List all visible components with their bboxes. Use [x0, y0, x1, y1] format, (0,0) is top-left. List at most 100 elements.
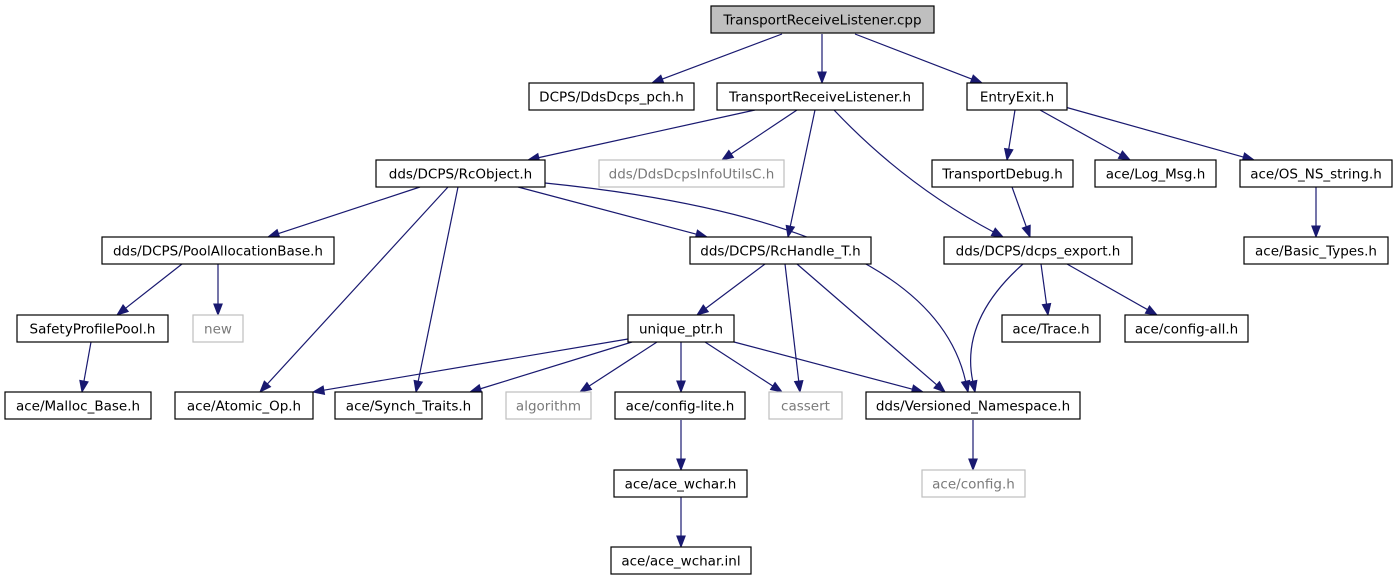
edge-poolalloc-to-new	[213, 264, 223, 317]
header-node[interactable]: dds/DCPS/dcps_export.h	[943, 236, 1133, 265]
edge-uniqueptr-to-versioned	[733, 341, 925, 394]
header-node[interactable]: ace/ace_wchar.h	[613, 469, 748, 498]
header-node[interactable]: ace/Atomic_Op.h	[174, 391, 314, 420]
node-label: new	[204, 322, 232, 338]
node-label: ace/ace_wchar.h	[625, 477, 737, 493]
external-header-node[interactable]: algorithm	[505, 391, 592, 420]
edge-arrowhead	[413, 379, 424, 394]
node-label: DCPS/DdsDcps_pch.h	[539, 90, 684, 106]
header-node[interactable]: ace/config-all.h	[1124, 314, 1249, 343]
edge-osns-to-basictypes	[1311, 187, 1321, 239]
edge-line	[970, 263, 1024, 382]
edge-uniqueptr-to-algorithm	[578, 341, 658, 393]
node-box	[101, 236, 335, 265]
node-label: dds/DCPS/PoolAllocationBase.h	[113, 244, 323, 260]
external-header-node[interactable]: cassert	[768, 391, 843, 420]
edge-arrowhead	[967, 379, 978, 394]
edge-arrowhead	[578, 381, 593, 393]
header-node[interactable]: ace/Basic_Types.h	[1243, 236, 1389, 265]
edge-line	[796, 263, 938, 386]
header-node[interactable]: ace/Synch_Traits.h	[334, 391, 483, 420]
node-box	[931, 159, 1074, 188]
header-node[interactable]: ace/Log_Msg.h	[1094, 159, 1217, 188]
edge-arrowhead	[676, 380, 686, 394]
node-label: TransportReceiveListener.h	[728, 90, 911, 106]
edge-configlite-to-acewchar	[676, 420, 686, 472]
edge-arrowhead	[1003, 147, 1014, 162]
edge-line	[1039, 109, 1121, 156]
edge-rchandle-to-cassert	[784, 263, 804, 394]
header-node[interactable]: TransportReceiveListener.h	[716, 82, 924, 111]
node-label: dds/DCPS/dcps_export.h	[956, 244, 1121, 260]
edge-arrowhead	[817, 71, 827, 85]
node-label: ace/Malloc_Base.h	[16, 399, 140, 415]
header-node[interactable]: dds/DCPS/RcObject.h	[375, 159, 546, 188]
header-node[interactable]: DCPS/DdsDcps_pch.h	[528, 82, 695, 111]
node-box	[613, 469, 748, 498]
edge-line	[789, 109, 816, 227]
edge-uniqueptr-to-configlite	[676, 342, 686, 394]
node-box	[505, 391, 592, 420]
edge-arrowhead	[969, 74, 984, 84]
node-label: cassert	[781, 399, 830, 415]
edge-arrowhead	[311, 385, 326, 395]
header-node[interactable]: ace/Malloc_Base.h	[4, 391, 152, 420]
edge-arrowhead	[1021, 224, 1031, 239]
edge-entry-to-tdebug	[1003, 109, 1016, 162]
node-label: ace/config-all.h	[1135, 322, 1238, 338]
header-node[interactable]: unique_ptr.h	[627, 314, 735, 343]
edge-arrowhead	[259, 380, 272, 394]
edge-arrowhead	[769, 381, 784, 393]
node-box	[1243, 236, 1389, 265]
edge-line	[517, 186, 697, 235]
edge-line	[733, 341, 913, 390]
edge-uniqueptr-to-synchtraits	[468, 341, 633, 394]
edge-trl-to-dcpsexport	[833, 109, 1005, 238]
edge-arrowhead	[115, 304, 130, 316]
edge-line	[705, 263, 766, 309]
edge-rcobj-to-poolalloc	[266, 186, 421, 239]
edge-line	[1066, 263, 1148, 311]
header-node[interactable]: EntryExit.h	[966, 82, 1068, 111]
node-box	[768, 391, 843, 420]
edge-line	[704, 341, 774, 387]
node-box	[1124, 314, 1249, 343]
external-header-node[interactable]: new	[192, 314, 244, 343]
header-node[interactable]: ace/ace_wchar.inl	[610, 546, 752, 575]
edge-dcpsexport-to-trace	[1040, 263, 1052, 317]
edge-root-to-trl	[817, 34, 827, 85]
node-box	[610, 546, 752, 575]
node-box	[614, 391, 746, 420]
edge-tdebug-to-dcpsexport	[1011, 186, 1031, 239]
node-label: dds/DCPS/RcHandle_T.h	[700, 244, 860, 260]
node-label: TransportReceiveListener.cpp	[722, 13, 921, 29]
external-header-node[interactable]: dds/DdsDcpsInfoUtilsC.h	[598, 159, 785, 188]
node-box	[528, 82, 695, 111]
node-label: dds/Versioned_Namespace.h	[876, 399, 1070, 415]
edge-arrowhead	[1144, 305, 1159, 316]
header-node[interactable]: ace/Trace.h	[1001, 314, 1101, 343]
edge-uniqueptr-to-atomicop	[311, 338, 629, 395]
header-node[interactable]: TransportDebug.h	[931, 159, 1074, 188]
node-label: unique_ptr.h	[639, 322, 723, 338]
edge-rchandle-to-versioned	[796, 263, 947, 393]
header-node[interactable]: dds/Versioned_Namespace.h	[865, 391, 1081, 420]
header-node[interactable]: ace/OS_NS_string.h	[1239, 159, 1393, 188]
header-node[interactable]: SafetyProfilePool.h	[16, 314, 169, 343]
edge-arrowhead	[990, 227, 1005, 238]
edge-arrowhead	[793, 380, 804, 394]
edge-arrowhead	[1041, 302, 1052, 317]
header-node[interactable]: dds/DCPS/RcHandle_T.h	[689, 236, 872, 265]
edge-line	[278, 186, 421, 235]
header-node[interactable]: ace/config-lite.h	[614, 391, 746, 420]
edge-arrowhead	[213, 303, 223, 317]
header-node[interactable]: dds/DCPS/PoolAllocationBase.h	[101, 236, 335, 265]
edge-line	[854, 33, 972, 80]
edge-rcobj-to-rchandle	[517, 186, 709, 239]
edge-rcobj-to-versioned	[544, 182, 971, 394]
edge-arrowhead	[676, 535, 686, 549]
external-header-node[interactable]: ace/config.h	[921, 469, 1026, 498]
edge-trl-to-rchandle	[785, 109, 816, 239]
edge-safety-to-mallocbase	[79, 341, 92, 394]
